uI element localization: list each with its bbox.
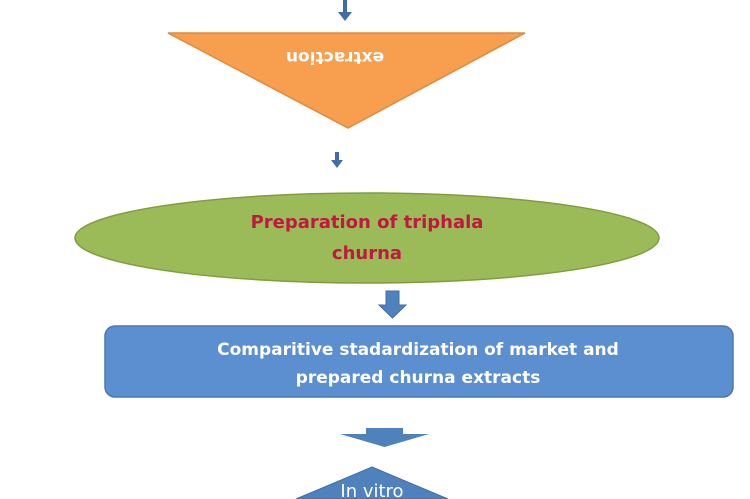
standardization-label-line2: prepared churna extracts — [296, 368, 541, 388]
preparation-ellipse — [74, 192, 660, 284]
arrow-down-icon — [338, 0, 352, 21]
preparation-label-line1: Preparation of triphala — [251, 212, 484, 233]
arrow-down-icon — [331, 152, 343, 168]
standardization-box — [104, 325, 734, 398]
in-vitro-diamond — [295, 466, 449, 499]
arrow-down-icon — [377, 290, 408, 319]
extraction-triangle — [167, 32, 526, 129]
standardization-label-line1: Comparitive stadardization of market and — [217, 340, 619, 360]
preparation-label-line2: churna — [332, 243, 402, 264]
in-vitro-label: In vitro — [340, 481, 403, 499]
arrow-down-icon — [340, 428, 429, 447]
extraction-label: extraction — [286, 47, 384, 67]
